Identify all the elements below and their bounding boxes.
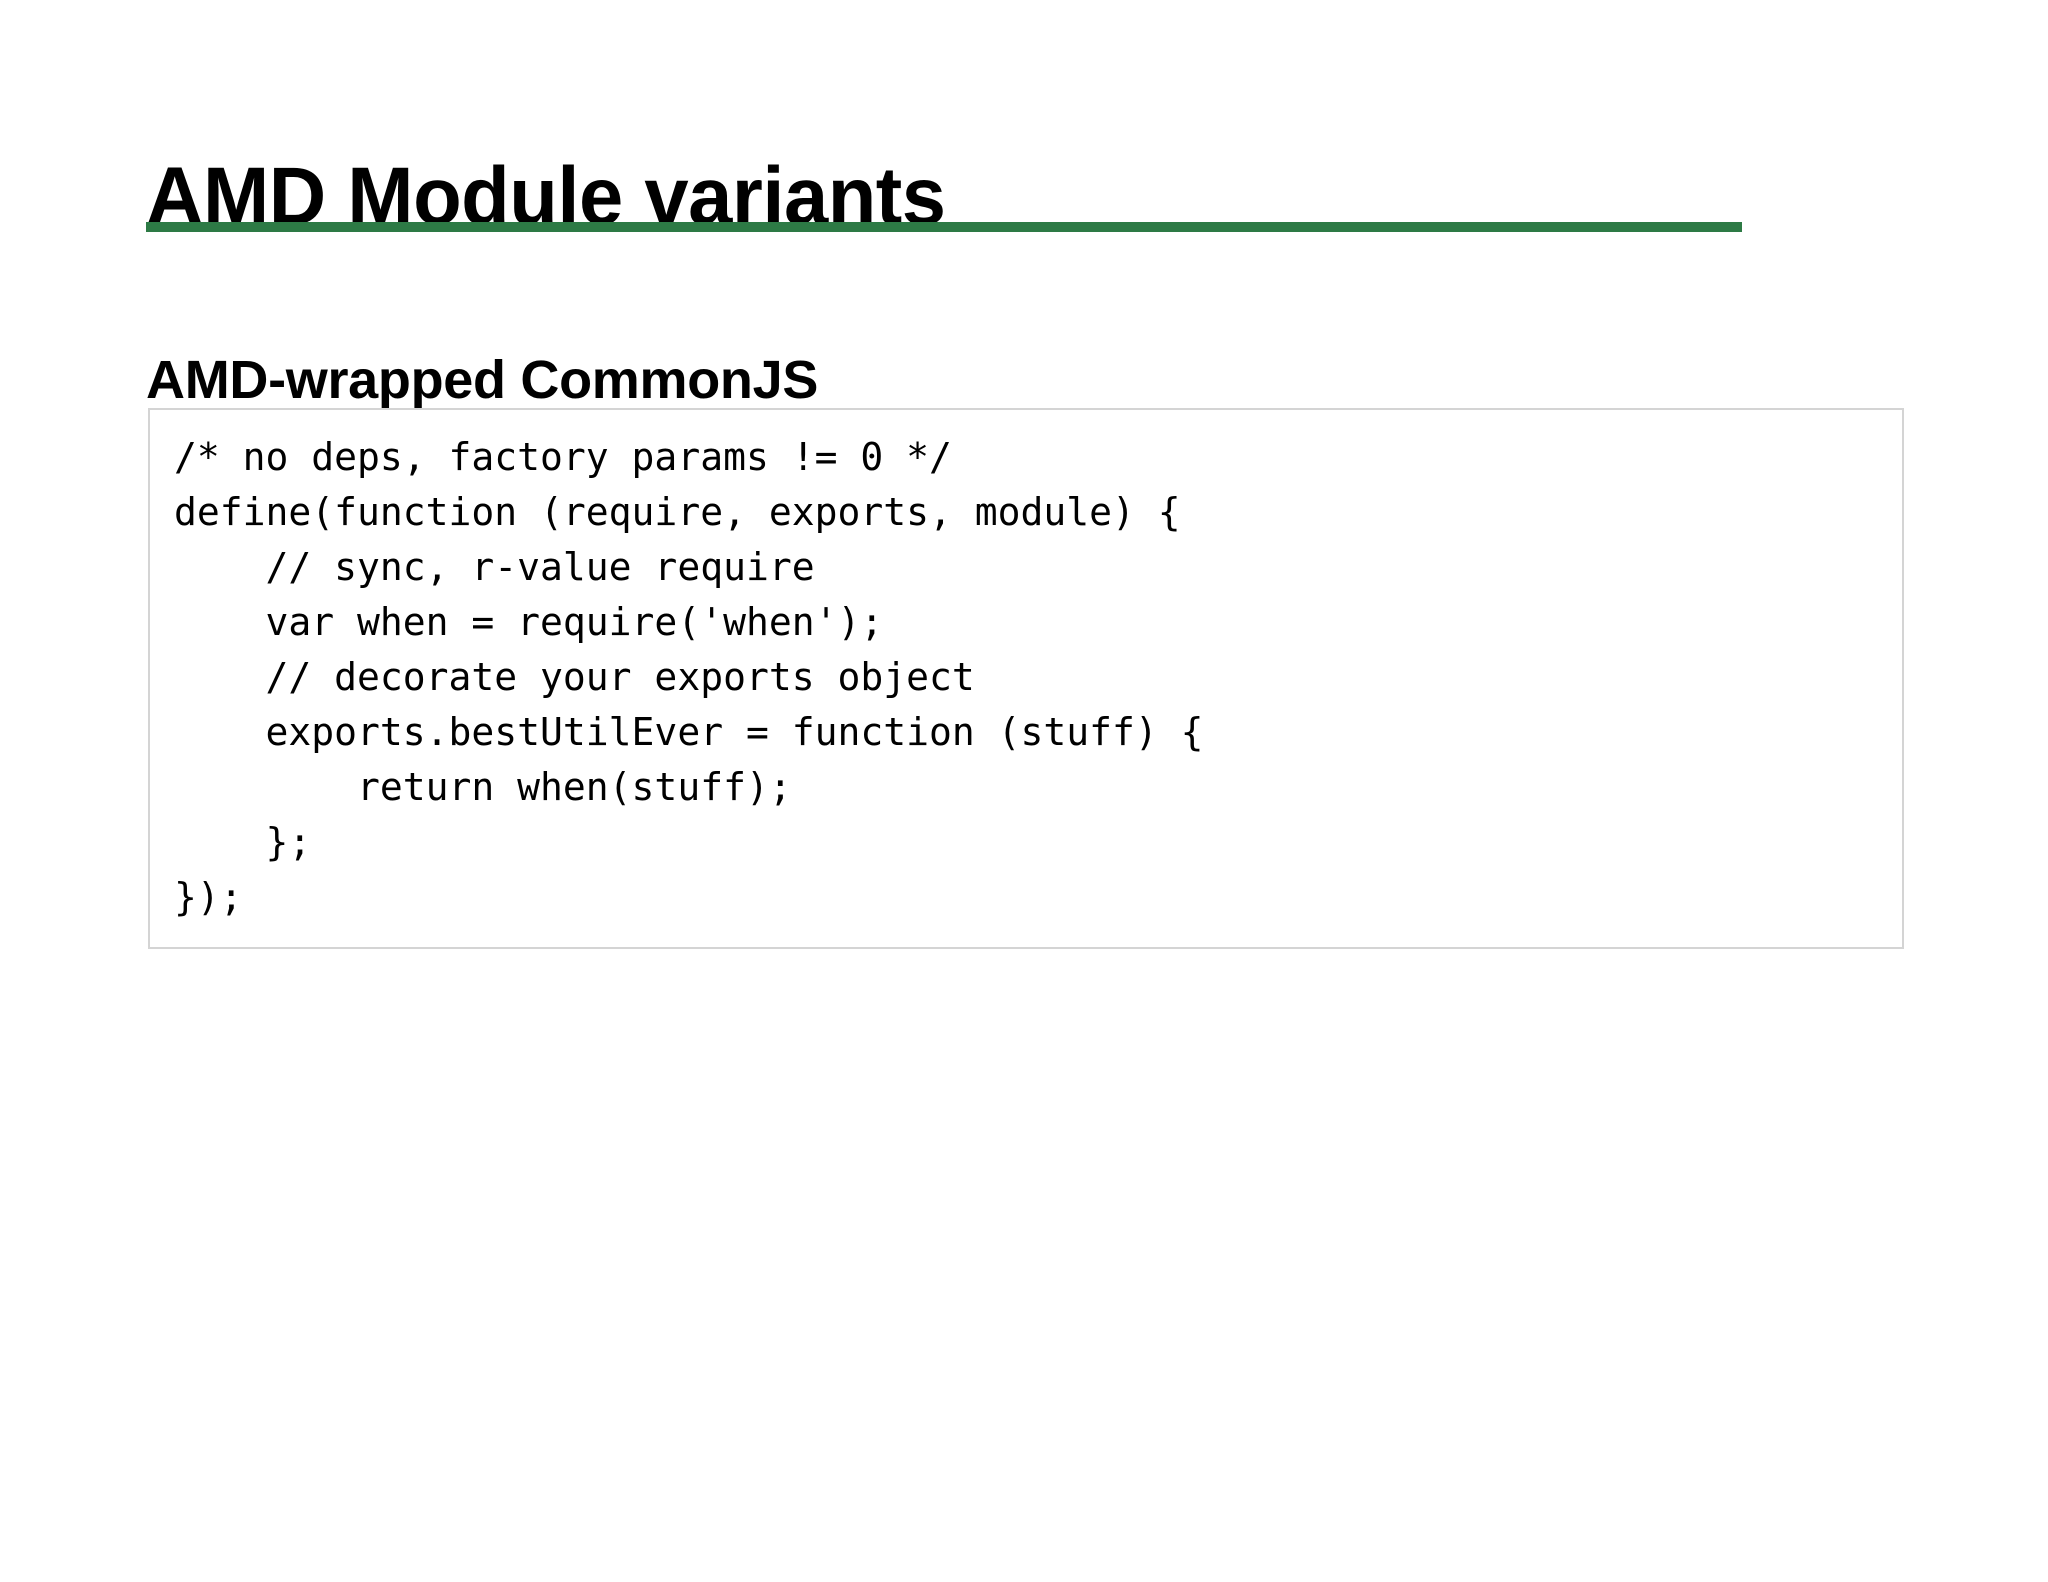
code-line: // decorate your exports object	[174, 655, 975, 699]
code-block: /* no deps, factory params != 0 */ define…	[148, 408, 1904, 949]
code-lines: /* no deps, factory params != 0 */ define…	[174, 430, 1878, 925]
code-line: /* no deps, factory params != 0 */	[174, 435, 952, 479]
code-line: return when(stuff);	[174, 765, 792, 809]
section-heading: AMD-wrapped CommonJS	[146, 349, 819, 410]
code-line: define(function (require, exports, modul…	[174, 490, 1181, 534]
code-block-text: /* no deps, factory params != 0 */ define…	[150, 430, 1902, 925]
code-line: // sync, r-value require	[174, 545, 815, 589]
code-line: };	[174, 820, 312, 864]
code-line: });	[174, 875, 243, 919]
title-divider-rule	[146, 222, 1742, 232]
code-line: var when = require('when');	[174, 600, 884, 644]
code-line: exports.bestUtilEver = function (stuff) …	[174, 710, 1204, 754]
